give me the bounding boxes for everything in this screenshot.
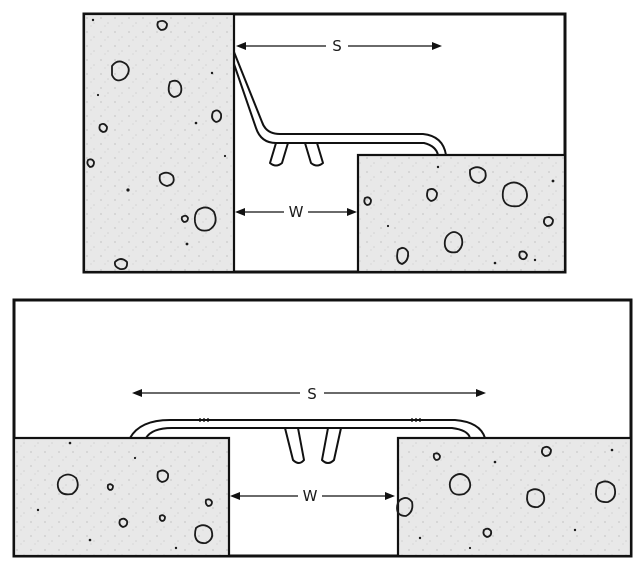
- bottom-joint-profile: [129, 418, 486, 464]
- bottom-span-label: S: [307, 385, 317, 403]
- bottom-left-concrete-slab: [12, 436, 231, 558]
- top-diagram: S W: [82, 12, 567, 274]
- bottom-gap-label: W: [303, 487, 318, 505]
- bottom-right-concrete-slab: [396, 436, 633, 558]
- bottom-diagram: S W: [12, 298, 633, 558]
- top-span-label: S: [332, 37, 342, 55]
- top-span-dimension: S: [236, 37, 442, 55]
- bottom-profile-serrations: [199, 418, 421, 422]
- bottom-span-dimension: S: [132, 385, 486, 403]
- top-right-concrete-slab: [356, 153, 567, 274]
- top-gap-dimension: W: [235, 203, 357, 221]
- top-left-concrete-slab: [82, 12, 236, 274]
- bottom-right-aggregate: [396, 445, 617, 550]
- top-joint-profile: [233, 51, 447, 167]
- bottom-left-aggregate: [36, 441, 214, 550]
- top-gap-label: W: [289, 203, 304, 221]
- bottom-gap-dimension: W: [230, 487, 395, 505]
- top-left-aggregate: [86, 18, 227, 271]
- top-right-aggregate: [363, 165, 555, 265]
